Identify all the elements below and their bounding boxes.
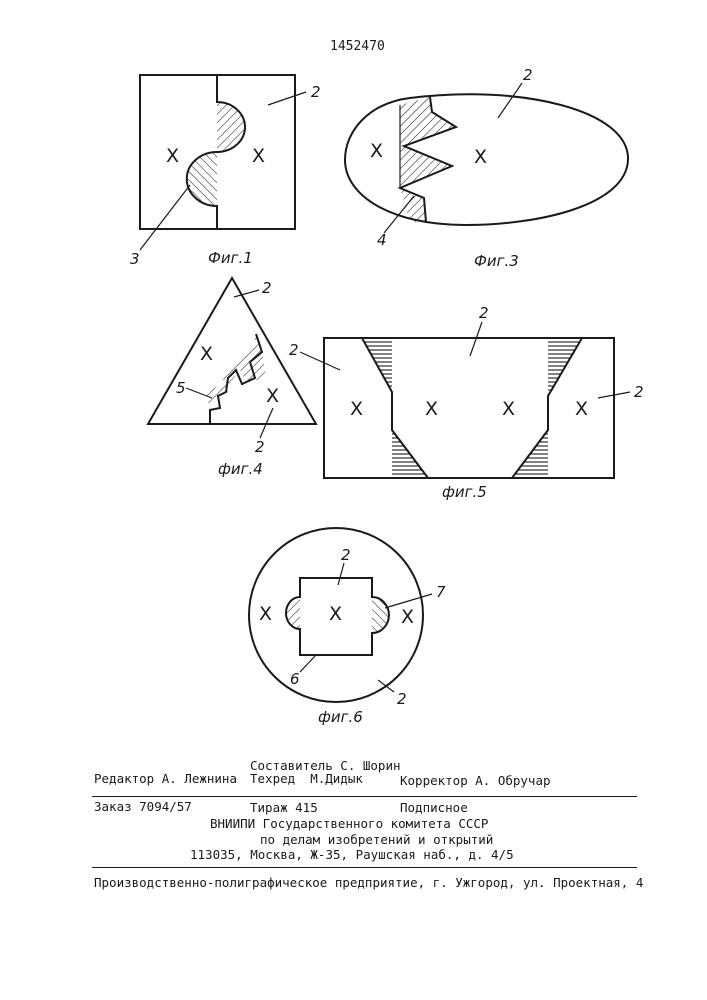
- fig6-mark-center: X: [329, 603, 342, 625]
- fig3-leader-2: [498, 83, 522, 118]
- fig6-label-2-top: 2: [341, 546, 351, 564]
- fig3-mark-left: X: [370, 140, 383, 162]
- patent-number: 1452470: [330, 39, 385, 54]
- fig1-mark-right: X: [252, 145, 265, 167]
- fig1-caption: Фиг.1: [208, 249, 253, 267]
- fig3-caption: Фиг.3: [474, 252, 519, 270]
- fig5-label-2-top: 2: [479, 304, 489, 322]
- fig4-mark-upper: X: [200, 343, 213, 365]
- footer-org-line1: ВНИИПИ Государственного комитета СССР: [210, 818, 488, 831]
- fig3-mark-right: X: [474, 146, 487, 168]
- figure-1: X X 2 3 Фиг.1: [130, 75, 321, 268]
- fig3-label-4: 4: [377, 231, 387, 249]
- fig6-label-6: 6: [290, 670, 300, 688]
- fig4-label-5: 5: [176, 379, 186, 397]
- fig1-leader-2: [268, 92, 306, 105]
- fig1-label-3: 3: [130, 250, 140, 268]
- fig1-hatched-lobe-lower: [187, 152, 217, 206]
- footer-org-line2: по делам изобретений и открытий: [260, 834, 493, 847]
- fig6-leader-6: [300, 655, 316, 672]
- footer-subscription: Подписное: [400, 802, 468, 815]
- fig5-mark-3: X: [502, 398, 515, 420]
- footer-rule-bottom: [92, 867, 637, 868]
- fig5-mark-2: X: [425, 398, 438, 420]
- fig6-mark-left: X: [259, 603, 272, 625]
- footer-corrector: Корректор А. Обручар: [400, 775, 551, 788]
- footer-address: 113035, Москва, Ж-35, Раушская наб., д. …: [190, 849, 514, 862]
- fig4-label-2-top: 2: [262, 279, 272, 297]
- fig6-label-7: 7: [436, 583, 446, 601]
- fig4-mark-lower: X: [266, 385, 279, 407]
- fig6-caption: фиг.6: [318, 708, 363, 726]
- figure-5: X X X X 2 2 2 фиг.5: [289, 304, 644, 501]
- fig6-leader-2-top: [338, 563, 344, 585]
- fig5-leader-2-left: [300, 352, 340, 370]
- fig6-mark-right: X: [401, 606, 414, 628]
- figure-3: X X 2 4 Фиг.3: [345, 66, 628, 270]
- fig6-label-2-bottom: 2: [397, 690, 407, 708]
- fig1-label-2: 2: [311, 83, 321, 101]
- fig1-mark-left: X: [166, 145, 179, 167]
- fig5-mark-4: X: [575, 398, 588, 420]
- footer-circulation: Тираж 415: [250, 802, 318, 815]
- footer-order: Заказ 7094/57: [94, 801, 192, 814]
- fig5-label-2-right: 2: [634, 383, 644, 401]
- fig6-hatch-right: [372, 597, 389, 633]
- fig4-caption: фиг.4: [218, 460, 263, 478]
- footer-techred: Техред М.Дидык: [250, 773, 363, 786]
- fig3-label-2: 2: [523, 66, 533, 84]
- fig5-label-2-left: 2: [289, 341, 299, 359]
- fig4-leader-2-top: [234, 290, 259, 297]
- fig1-leader-3: [140, 185, 190, 250]
- footer-rule-top: [92, 796, 637, 797]
- fig5-caption: фиг.5: [442, 483, 487, 501]
- figure-6: X X X 2 7 6 2 фиг.6: [249, 528, 446, 726]
- figure-4: X X 2 5 2 фиг.4: [148, 278, 316, 478]
- footer-editor: Редактор А. Лежнина: [94, 773, 237, 786]
- fig6-hatch-left: [286, 597, 300, 629]
- fig4-label-2-bottom: 2: [255, 438, 265, 456]
- footer-printer: Производственно-полиграфическое предприя…: [94, 877, 643, 890]
- fig5-mark-1: X: [350, 398, 363, 420]
- fig1-hatched-lobe-upper: [217, 102, 245, 152]
